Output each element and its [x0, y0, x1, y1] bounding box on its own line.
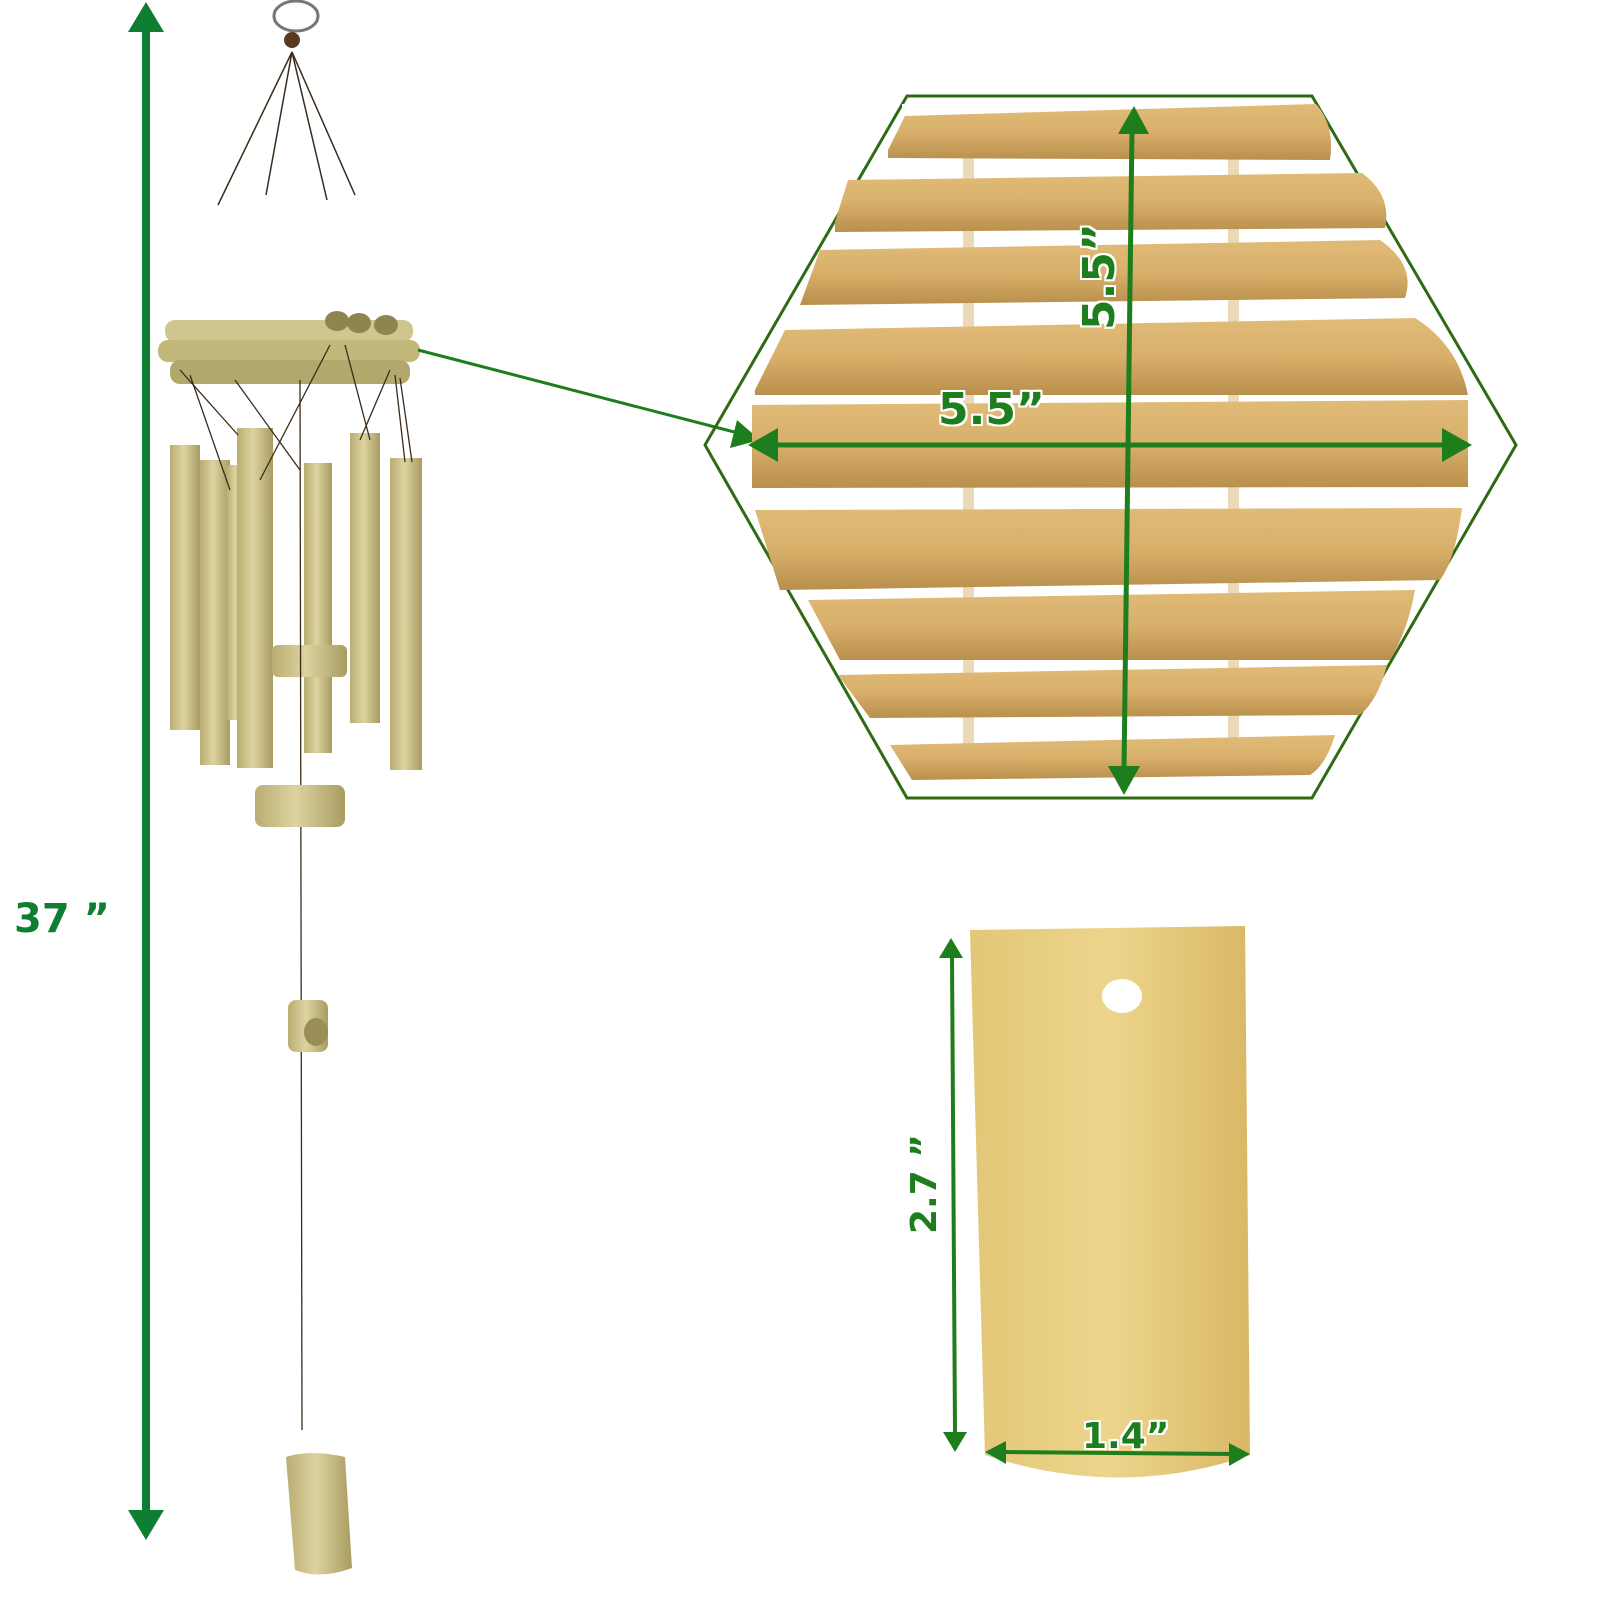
total-length-label: 37 ” [14, 896, 110, 942]
clapper-width-label: 1.4” [1082, 1416, 1170, 1457]
clapper-height-arrow [939, 938, 967, 1452]
platform-height-label: 5.5” [1074, 223, 1125, 330]
clapper-width-arrow [985, 1441, 1250, 1466]
platform-height-arrow [1108, 106, 1149, 795]
clapper-height-label: 2.7 ” [904, 1134, 945, 1234]
hexagon-outline [703, 94, 1518, 800]
full-chime-image [158, 0, 422, 1575]
wind-catcher-image [970, 926, 1250, 1478]
total-length-arrow [128, 2, 164, 1540]
platform-width-arrow [748, 428, 1472, 462]
pointer-arrow [417, 348, 760, 448]
platform-width-label: 5.5” [938, 384, 1045, 435]
